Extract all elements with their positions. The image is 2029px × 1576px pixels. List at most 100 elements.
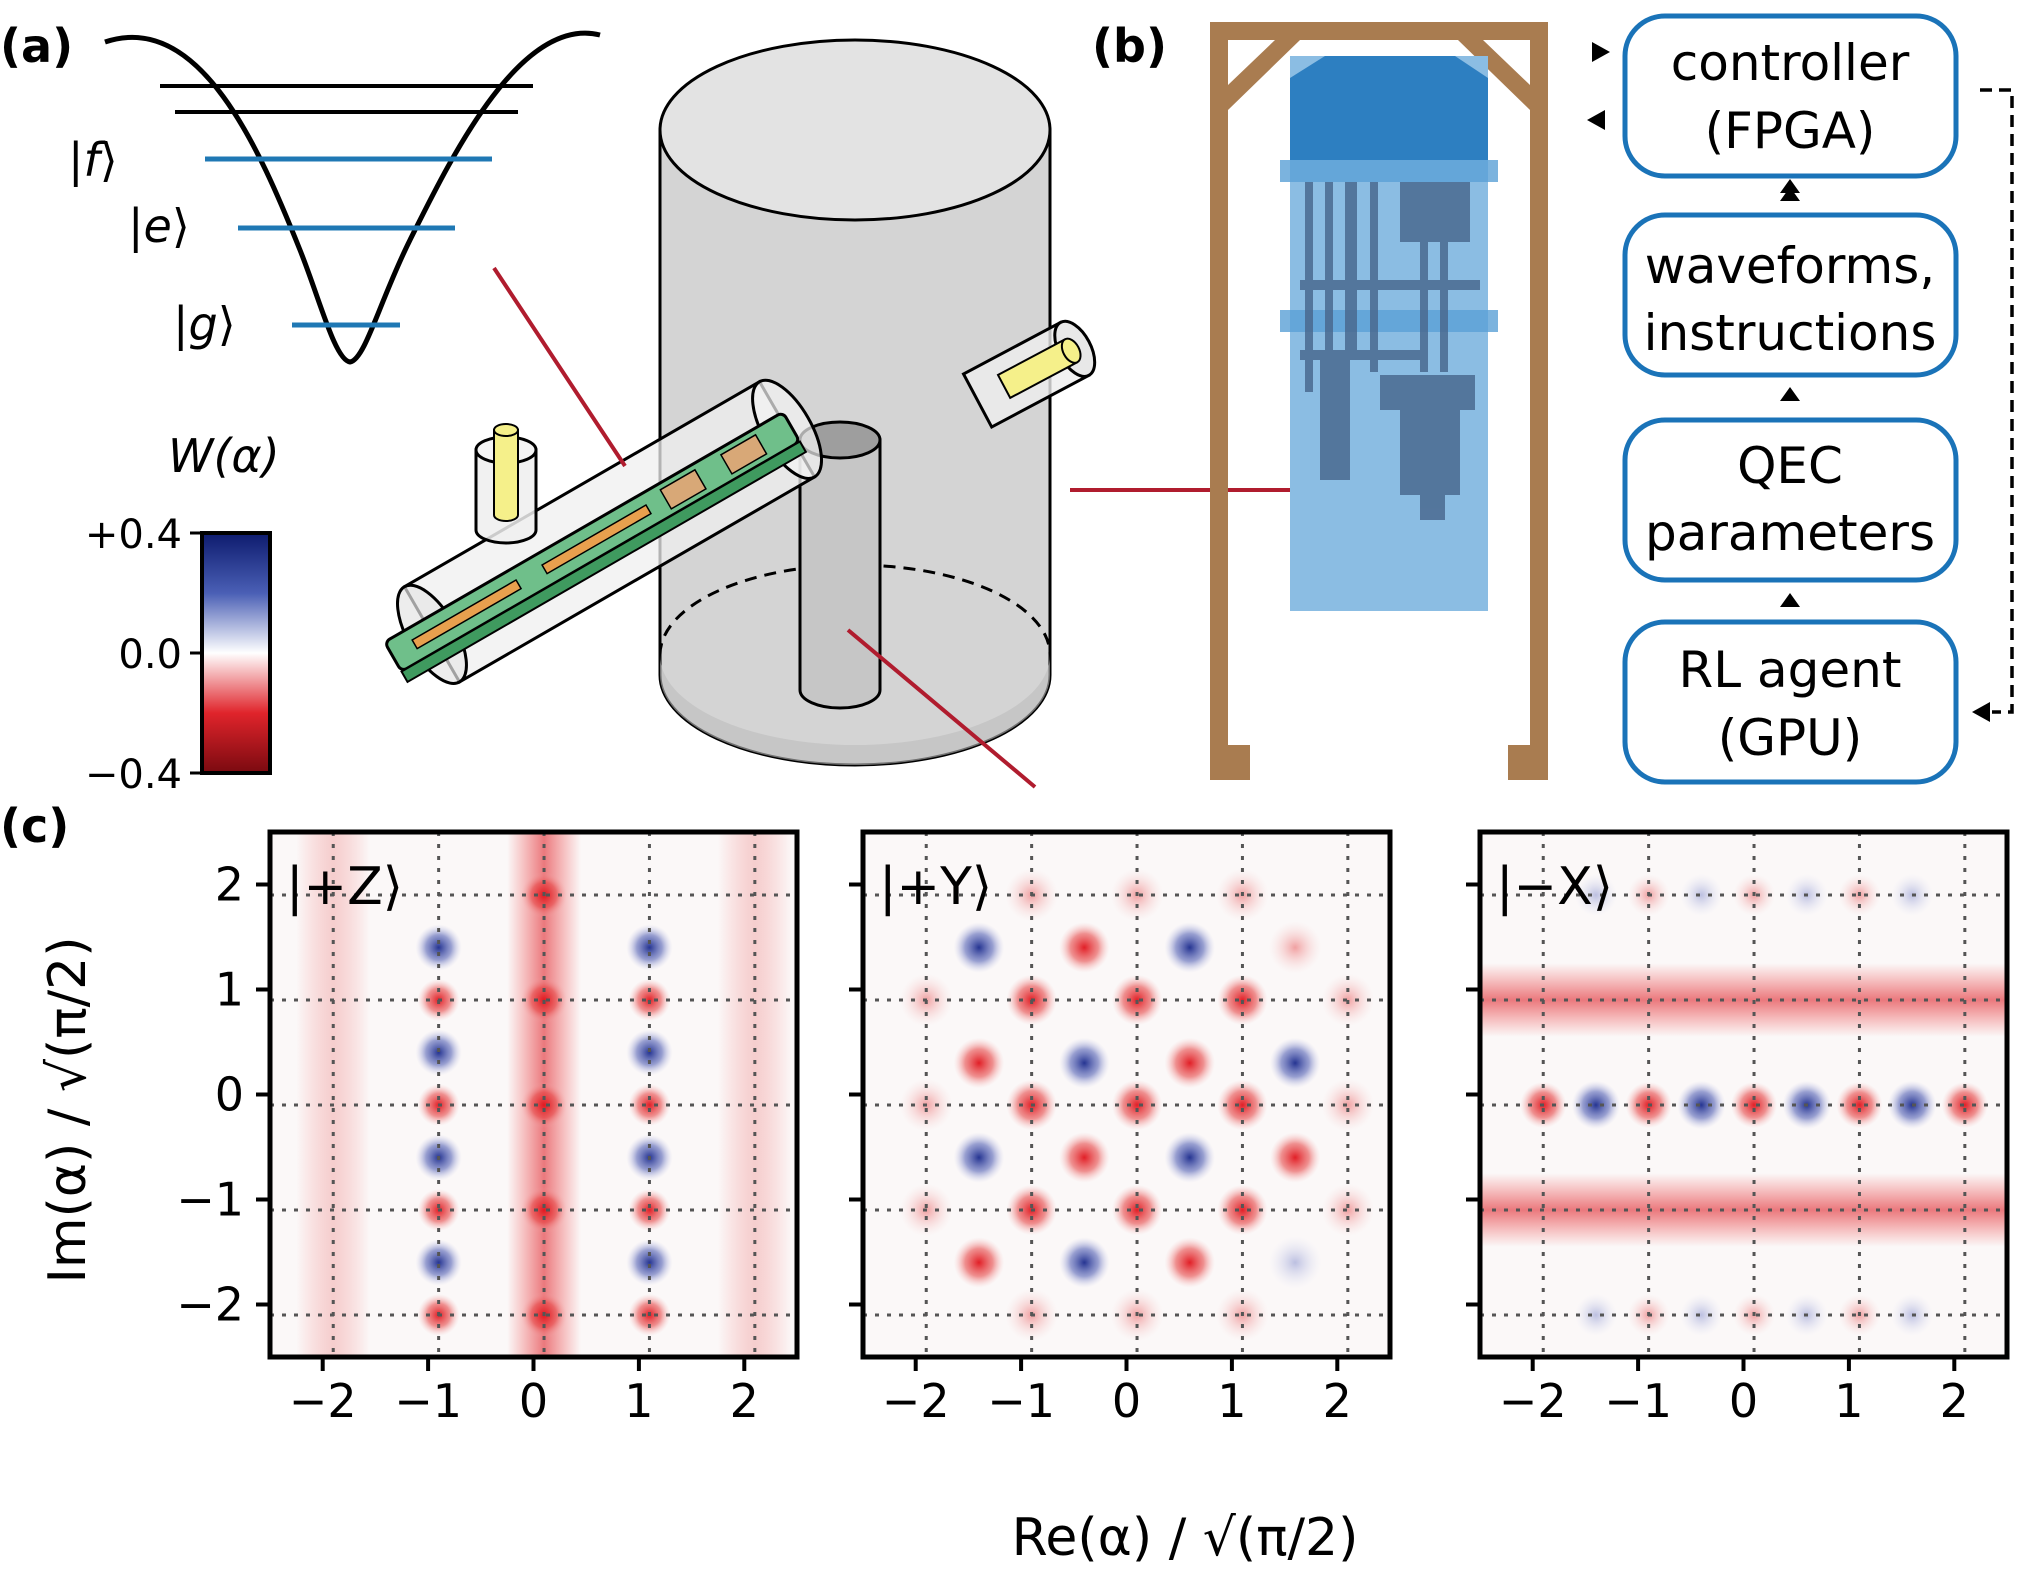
x-tick-label: 2 <box>1323 1374 1352 1428</box>
wigner-peak <box>1268 1236 1322 1289</box>
ket-f: |f⟩ <box>68 133 118 188</box>
state-label: |+Z⟩ <box>286 857 403 917</box>
wigner-peak <box>1680 873 1723 917</box>
y-tick-label: −1 <box>176 1173 244 1227</box>
y-tick-label: 0 <box>215 1068 244 1122</box>
svg-text:instructions: instructions <box>1644 304 1937 362</box>
x-tick-label: −2 <box>1499 1374 1567 1428</box>
box-waveforms: waveforms, instructions <box>1622 212 1959 378</box>
wigner-peak <box>1111 1184 1163 1236</box>
x-tick-label: −1 <box>394 1374 462 1428</box>
wigner-peak <box>1164 1037 1216 1089</box>
colorbar-tick-mid: 0.0 <box>118 632 182 678</box>
wigner-peak <box>628 1083 671 1127</box>
wigner-peak <box>1321 1183 1375 1237</box>
arrow-up-2 <box>1780 387 1800 401</box>
svg-text:controller: controller <box>1671 34 1910 92</box>
wigner-peak <box>628 1188 671 1232</box>
wigner-peak <box>520 1186 568 1234</box>
wigner-peak <box>626 924 673 971</box>
wigner-peak <box>1571 1080 1621 1130</box>
x-tick-label: 2 <box>1940 1374 1969 1428</box>
x-tick-label: 0 <box>519 1374 548 1428</box>
wigner-peak <box>1164 922 1216 973</box>
wigner-peak <box>953 1132 1005 1183</box>
wigner-peak <box>1680 1293 1723 1337</box>
wigner-peak <box>1164 1237 1216 1288</box>
colorbar-gradient <box>200 531 272 775</box>
panel-label-a: (a) <box>0 19 73 73</box>
wigner-peak <box>1059 1132 1110 1183</box>
box-rl-agent: RL agent (GPU) <box>1622 619 1959 785</box>
wigner-peak <box>1268 921 1322 974</box>
box-controller: controller (FPGA) <box>1622 13 1959 179</box>
energy-potential-diagram <box>104 30 601 365</box>
arrow-up-1 <box>1780 179 1800 193</box>
wigner-peak <box>1059 1037 1110 1089</box>
wigner-peak <box>1574 1293 1618 1337</box>
cavity-illustration <box>385 38 1097 789</box>
feedback-dashed-line <box>1980 88 2014 714</box>
wigner-peak <box>1730 1081 1778 1129</box>
wigner-peak <box>953 1237 1005 1288</box>
arrow-up-0 <box>1780 187 1800 201</box>
wigner-peak <box>1164 1132 1216 1183</box>
box-qec-parameters: QEC parameters <box>1622 417 1959 583</box>
x-tick-label: 0 <box>1112 1374 1141 1428</box>
wigner-peak <box>415 924 462 971</box>
zoom-line-readout <box>492 266 627 468</box>
ket-g: |g⟩ <box>173 297 236 352</box>
x-tick-label: 1 <box>1217 1374 1246 1428</box>
arrow-up-3 <box>1780 593 1800 607</box>
wigner-peak <box>1269 1037 1321 1089</box>
wigner-peak <box>415 1029 462 1076</box>
arrow-right-in <box>1587 110 1605 130</box>
y-tick-label: 2 <box>215 858 244 912</box>
zoom-line-cavity <box>846 628 1037 789</box>
svg-text:(GPU): (GPU) <box>1718 709 1863 767</box>
x-tick-label: 1 <box>624 1374 653 1428</box>
wigner-peak <box>1059 1237 1110 1288</box>
colorbar: W(α) +0.4 0.0 −0.4 <box>85 429 280 798</box>
colorbar-tick-top: +0.4 <box>85 512 182 558</box>
dilution-fridge <box>1210 22 1548 780</box>
wigner-peak <box>953 1037 1005 1089</box>
wigner-peak <box>626 1239 673 1286</box>
x-tick-label: −1 <box>987 1374 1055 1428</box>
svg-text:QEC: QEC <box>1737 437 1843 495</box>
wigner-peak <box>1217 1079 1268 1131</box>
panel-label-c: (c) <box>0 799 69 853</box>
wigner-plot-1: −2 −1 0 1 2 |+Y⟩ <box>849 829 1393 1428</box>
wigner-peak <box>1941 1081 1989 1129</box>
wigner-plot-0: −2 −1 0 1 2 −2 −1 0 1 2 |+Z⟩ <box>176 829 800 1428</box>
panel-label-b: (b) <box>1092 19 1167 73</box>
colorbar-title: W(α) <box>168 429 280 483</box>
feedback-arrowhead <box>1972 702 1990 722</box>
x-tick-label: −2 <box>882 1374 950 1428</box>
x-tick-label: 1 <box>1834 1374 1863 1428</box>
state-label: |−X⟩ <box>1496 857 1613 917</box>
ket-e: |e⟩ <box>128 199 190 254</box>
colorbar-tick-bottom: −0.4 <box>85 752 182 798</box>
wigner-peak <box>626 1029 673 1076</box>
y-tick-label: −2 <box>176 1278 244 1332</box>
wigner-peak <box>1321 1078 1375 1132</box>
svg-text:(FPGA): (FPGA) <box>1705 102 1876 160</box>
control-stack: controller (FPGA) waveforms, instruction… <box>1587 13 2014 785</box>
y-tick-label: 1 <box>215 963 244 1017</box>
wigner-peak <box>1111 1079 1163 1131</box>
wigner-peak <box>520 1081 568 1129</box>
x-tick-label: −2 <box>289 1374 357 1428</box>
x-tick-label: 2 <box>730 1374 759 1428</box>
x-tick-label: 0 <box>1729 1374 1758 1428</box>
x-axis-label: Re(α) / √(π/2) <box>1012 1508 1359 1568</box>
state-label: |+Y⟩ <box>879 857 992 917</box>
wigner-peak <box>1677 1080 1726 1130</box>
y-axis-label: Im(α) / √(π/2) <box>38 936 98 1283</box>
wigner-peak <box>1269 1132 1321 1183</box>
wigner-peak <box>415 1239 462 1286</box>
svg-text:parameters: parameters <box>1645 504 1935 562</box>
svg-text:RL agent: RL agent <box>1679 641 1902 699</box>
